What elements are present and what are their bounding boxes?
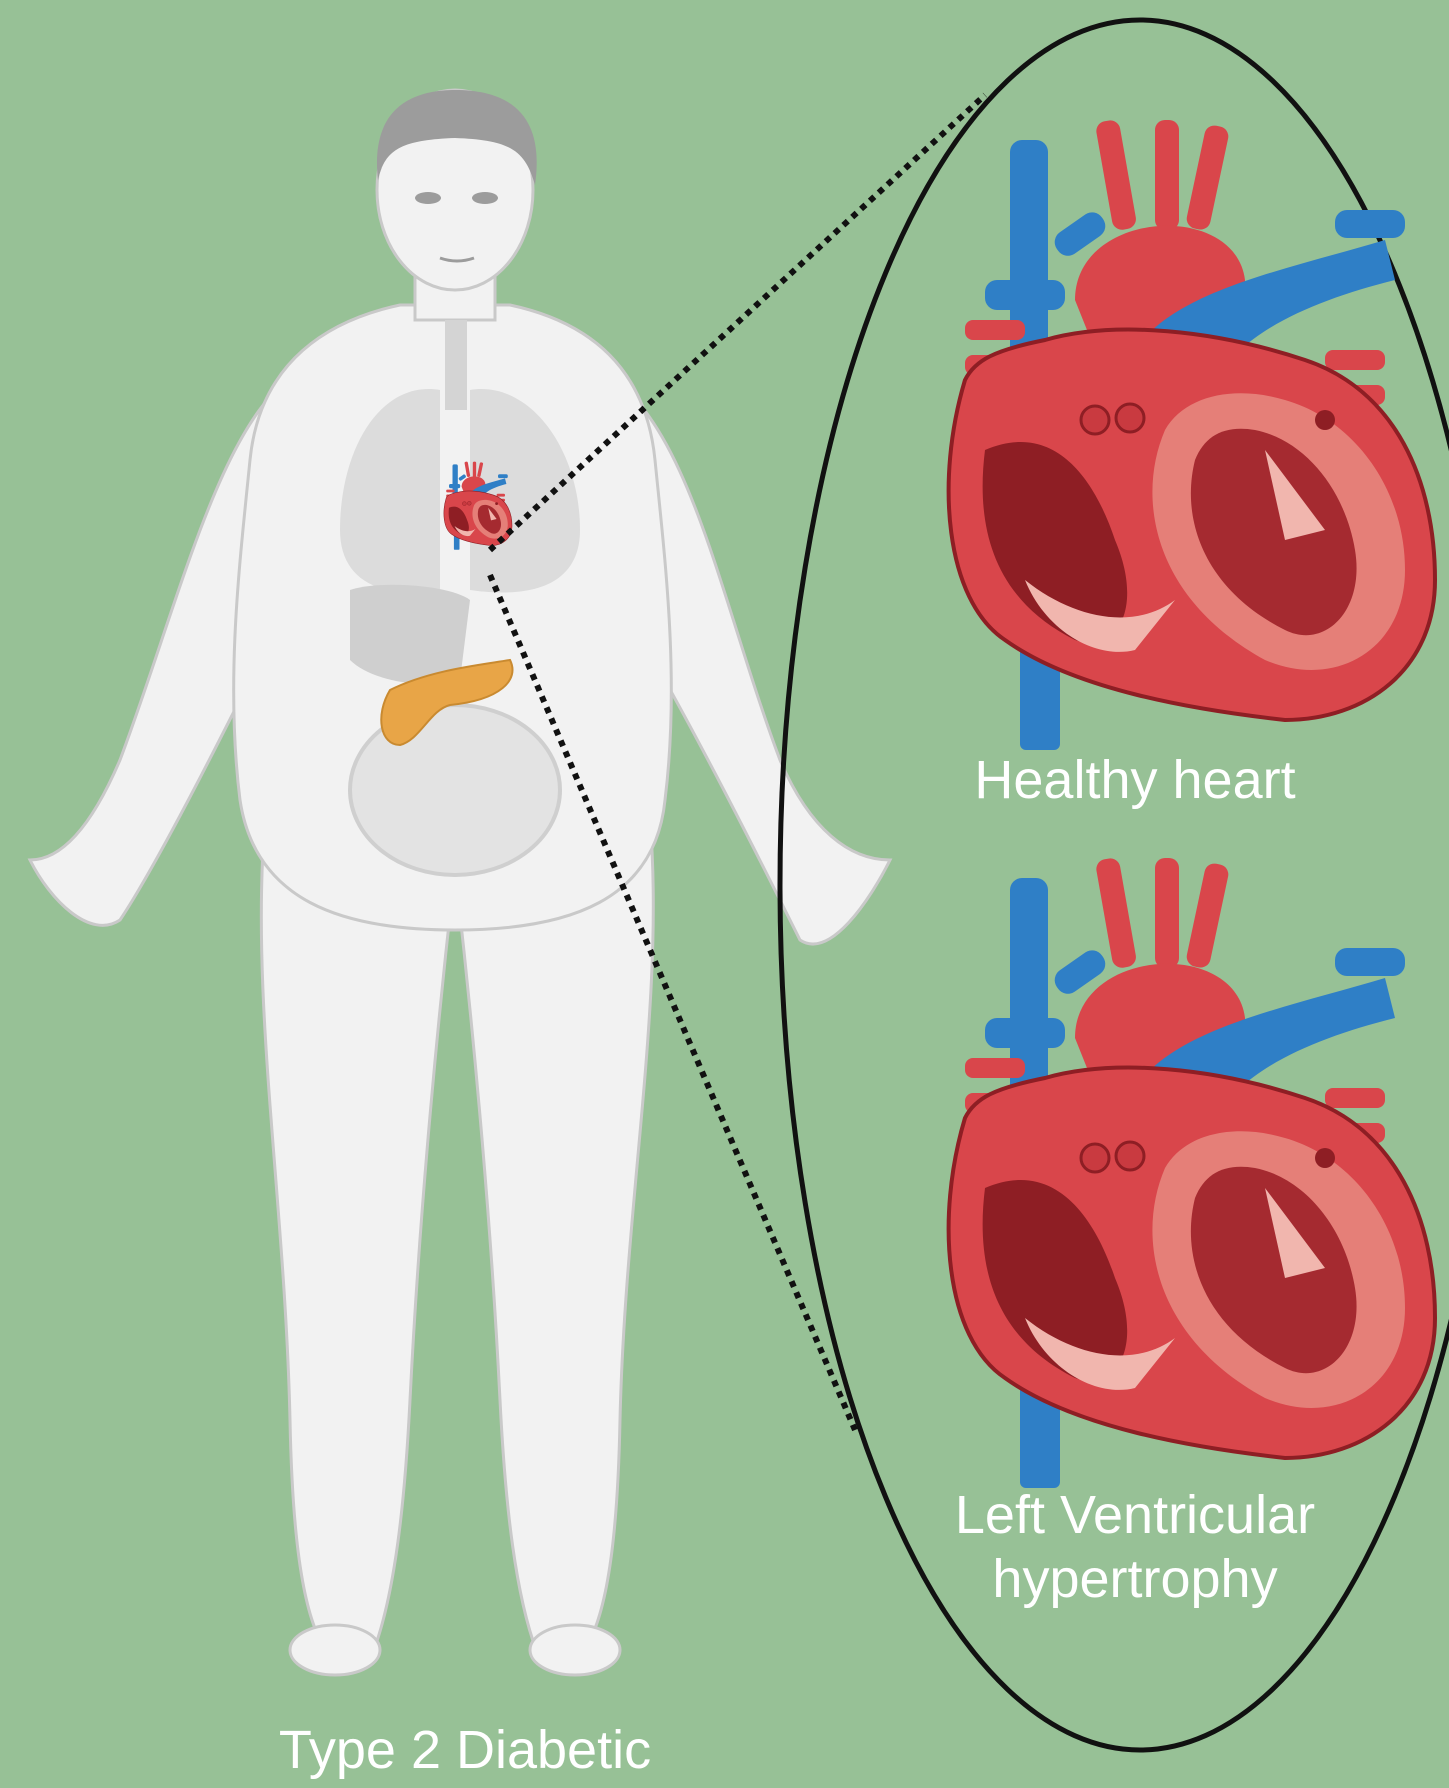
body-label: Type 2 Diabetic	[230, 1718, 700, 1782]
hypertrophy-heart-icon	[949, 857, 1435, 1488]
healthy-heart-label: Healthy heart	[925, 748, 1345, 812]
intestines-icon	[350, 705, 560, 875]
hypertrophy-heart-label: Left Ventricular hypertrophy	[900, 1483, 1370, 1611]
healthy-heart-icon	[949, 119, 1435, 750]
human-body-illustration	[30, 90, 890, 1675]
